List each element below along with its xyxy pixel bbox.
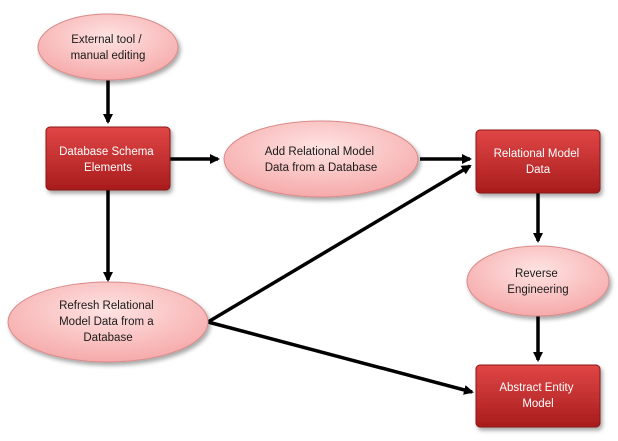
node-add-relational: Add Relational Model Data from a Databas… <box>223 120 419 198</box>
node-label-line: manual editing <box>71 50 146 62</box>
node-label-line: Database Schema <box>59 146 154 158</box>
node-refresh-relational: Refresh Relational Model Data from a Dat… <box>7 281 209 363</box>
node-label-line: External tool / <box>71 34 142 46</box>
node-abstract-entity: Abstract Entity Model <box>475 364 601 428</box>
node-reverse-engineering: Reverse Engineering <box>466 245 610 317</box>
svg-text:Reverse Engineering: Reverse Engineering <box>507 268 568 296</box>
node-label-line: Relational Model <box>494 148 580 160</box>
node-relational-data: Relational Model Data <box>475 129 601 194</box>
ellipse-shape <box>7 281 209 363</box>
box-shape <box>475 129 601 194</box>
ellipse-shape <box>466 245 610 317</box>
svg-text:External tool / manual e: External tool / manual editing <box>71 34 146 62</box>
edge-refresh-to-relational <box>207 164 472 324</box>
svg-text:Refresh Relational Model: Refresh Relational Model Data from a Dat… <box>59 300 157 344</box>
node-label-line: Model Data from a <box>59 316 154 328</box>
edges <box>103 80 543 395</box>
ellipse-shape <box>37 13 179 81</box>
node-label-line: Add Relational Model <box>265 146 374 158</box>
node-db-schema: Database Schema Elements <box>45 126 171 191</box>
node-label-line: Engineering <box>507 284 568 296</box>
node-label-line: Elements <box>84 162 132 174</box>
box-shape <box>475 364 601 428</box>
node-label-line: Refresh Relational <box>59 300 154 312</box>
node-label-line: Abstract Entity <box>499 382 573 394</box>
edge-refresh-to-abstract <box>207 320 474 395</box>
svg-text:Add Relational Model Dat: Add Relational Model Data from a Databas… <box>265 146 378 174</box>
node-label-line: Data <box>526 164 551 176</box>
box-shape <box>45 126 171 191</box>
node-external-tool: External tool / manual editing <box>37 13 179 81</box>
node-label-line: Database <box>83 332 132 344</box>
svg-text:Abstract Entity Model: Abstract Entity Model <box>499 382 576 410</box>
node-label-line: Model <box>522 398 553 410</box>
svg-text:Database Schema Elements: Database Schema Elements <box>59 146 157 174</box>
svg-text:Relational Model Data: Relational Model Data <box>494 148 583 176</box>
node-label-line: Data from a Database <box>265 162 378 174</box>
ellipse-shape <box>223 120 419 198</box>
node-label-line: Reverse <box>515 268 558 280</box>
